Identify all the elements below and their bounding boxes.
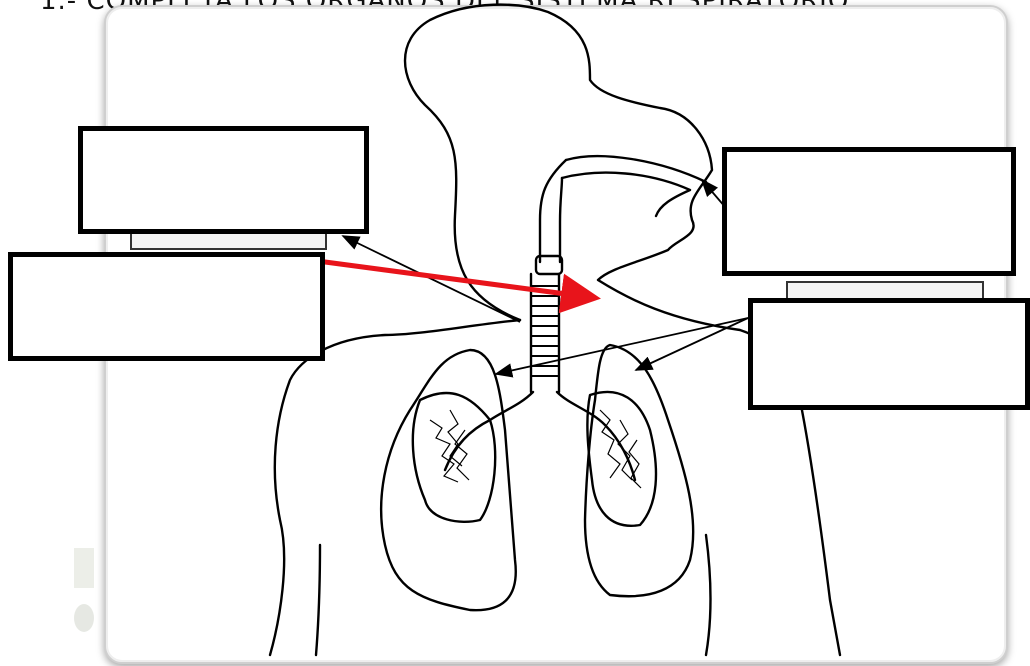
pointer-to-right-lung <box>636 318 748 370</box>
left-arm <box>316 545 320 655</box>
answer-box-bottom-right[interactable] <box>748 298 1030 410</box>
pharynx-back <box>560 178 562 262</box>
left-shoulder <box>270 320 520 655</box>
left-lung-inner <box>413 393 495 522</box>
answer-box-top-left[interactable] <box>78 126 369 234</box>
pharynx <box>540 160 566 262</box>
nasal-cavity <box>566 156 706 182</box>
pointer-to-top-left-box <box>343 236 520 322</box>
bronchiole-texture <box>430 410 641 488</box>
left-bronchus <box>445 392 533 470</box>
answer-box-top-right[interactable] <box>722 147 1016 276</box>
right-lung-inner <box>587 392 656 526</box>
right-arm <box>706 535 711 655</box>
red-pointer-arrow <box>280 256 596 298</box>
answer-box-left[interactable] <box>8 252 325 361</box>
right-lung <box>585 345 693 596</box>
left-lung <box>381 350 516 610</box>
nasal-passage <box>562 173 690 216</box>
